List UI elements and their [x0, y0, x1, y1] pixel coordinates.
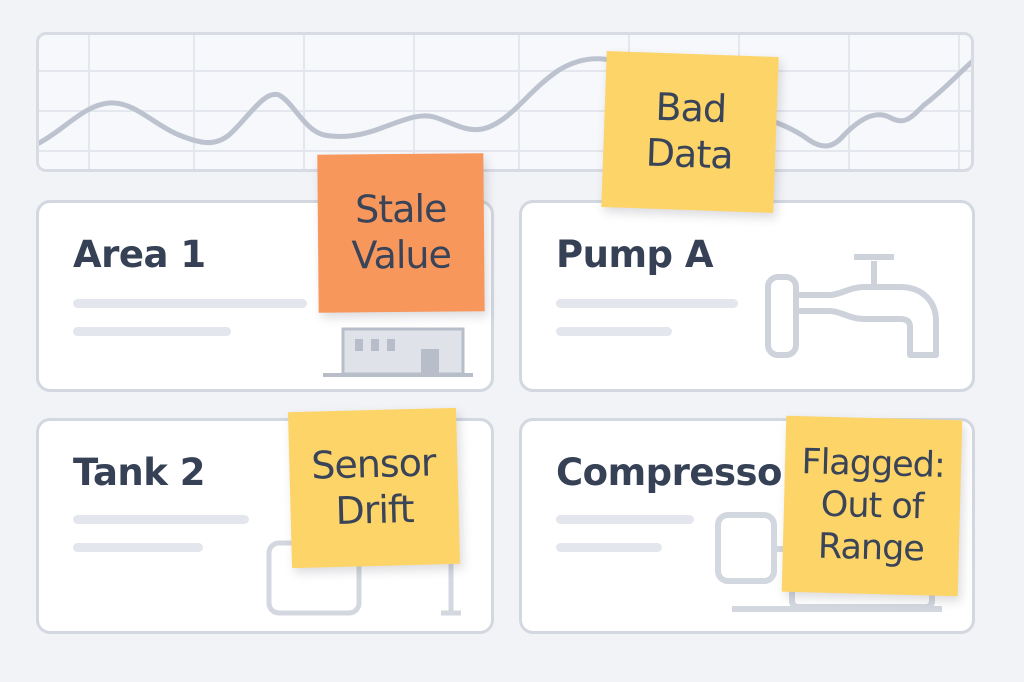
- pump-icon: [765, 254, 939, 358]
- sticky-note-sensor-drift: Sensor Drift: [287, 407, 461, 569]
- trend-chart: [36, 32, 974, 172]
- placeholder-line: [556, 543, 662, 552]
- card-title: Pump A: [556, 233, 714, 276]
- building-icon: [323, 327, 473, 377]
- card-title: Compressor: [556, 451, 800, 494]
- sticky-note-text: Stale Value: [351, 187, 452, 278]
- placeholder-line: [73, 327, 231, 336]
- placeholder-line: [556, 327, 672, 336]
- placeholder-line: [556, 299, 738, 308]
- trend-grid: [39, 35, 971, 169]
- sticky-note-flagged-out-of-range: Flagged: Out of Range: [781, 415, 963, 597]
- card-title: Tank 2: [73, 451, 206, 494]
- card-title: Area 1: [73, 233, 206, 276]
- sticky-note-stale-value: Stale Value: [317, 153, 485, 313]
- placeholder-line: [73, 543, 203, 552]
- sticky-note-text: Flagged: Out of Range: [800, 442, 946, 570]
- sticky-note-text: Bad Data: [645, 85, 734, 178]
- placeholder-line: [73, 299, 307, 308]
- sticky-note-text: Sensor Drift: [310, 440, 437, 534]
- sticky-note-bad-data: Bad Data: [601, 51, 779, 213]
- placeholder-line: [73, 515, 249, 524]
- card-pump-a[interactable]: Pump A: [519, 200, 975, 392]
- placeholder-line: [556, 515, 694, 524]
- trend-chart-graphic: [39, 35, 971, 169]
- trend-line: [39, 56, 971, 149]
